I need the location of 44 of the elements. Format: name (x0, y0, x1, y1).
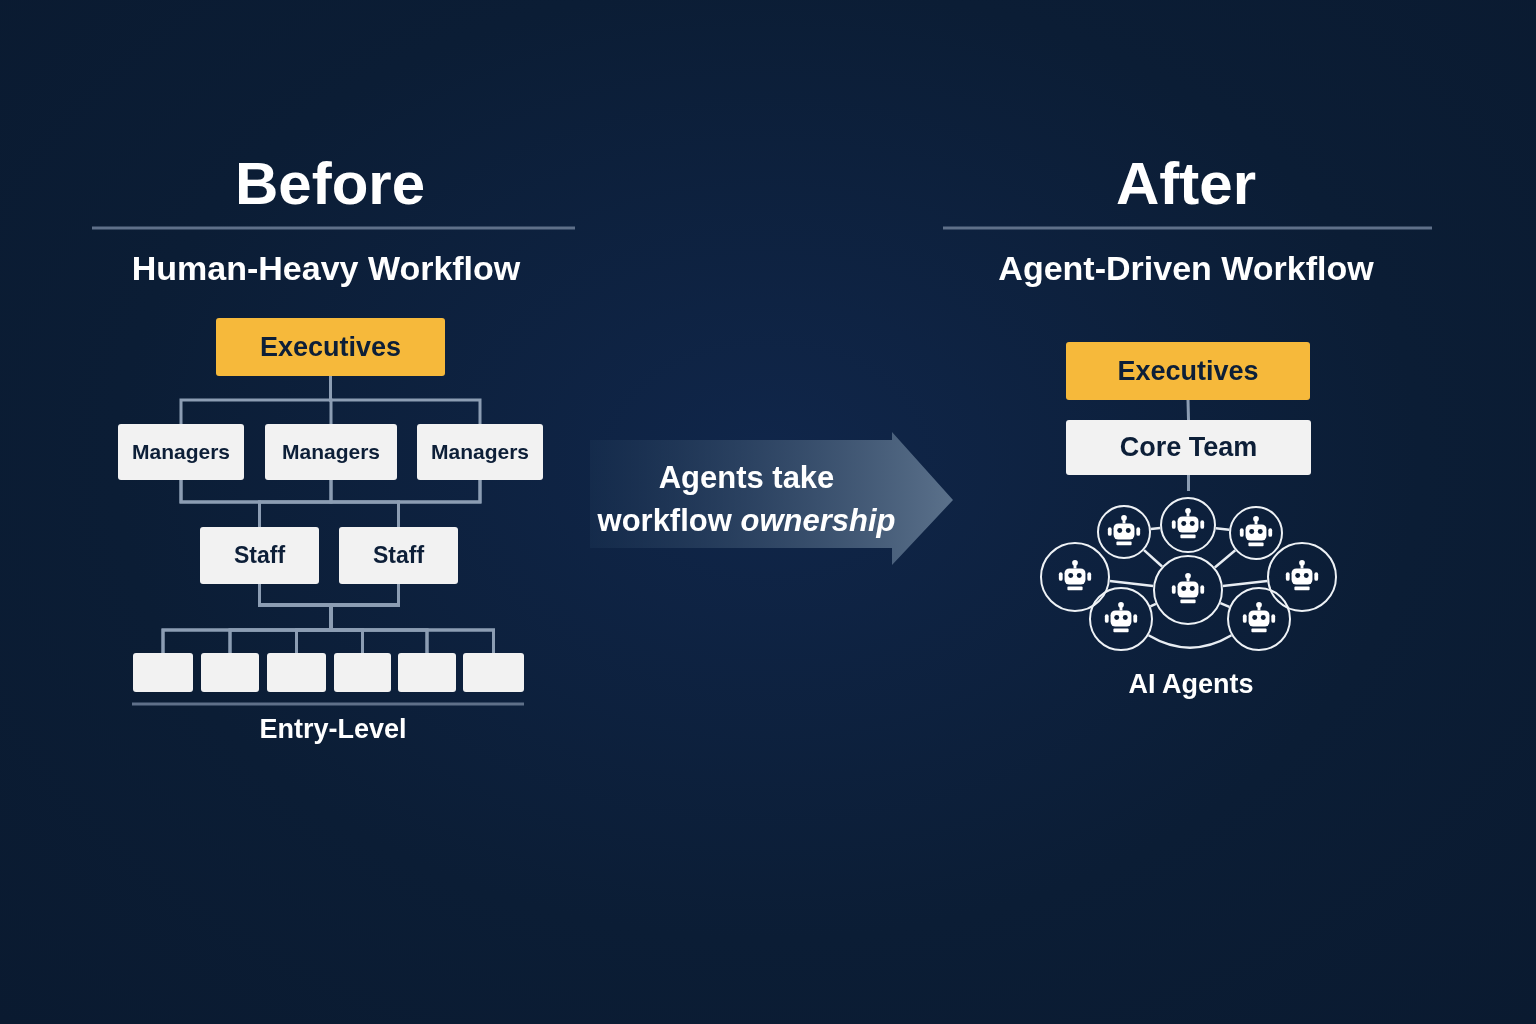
agent-circle (1229, 506, 1283, 560)
connector-line (1215, 527, 1230, 532)
empty-box (201, 653, 259, 692)
highlight-box: Executives (1066, 342, 1310, 400)
agent-circle (1153, 555, 1223, 625)
empty-box (334, 653, 391, 692)
section-subtitle: Human-Heavy Workflow (131, 248, 521, 288)
group-caption: AI Agents (1128, 668, 1254, 700)
role-box: Managers (417, 424, 543, 480)
agent-circle (1040, 542, 1110, 612)
agent-circle (1089, 587, 1153, 651)
role-box: Core Team (1066, 420, 1311, 475)
connector-line (1109, 579, 1154, 588)
empty-box (133, 653, 193, 692)
connector-line (1214, 549, 1237, 569)
connector-line (397, 480, 482, 527)
connector-line (329, 584, 495, 653)
connector-line (1219, 602, 1230, 609)
block-arrow (590, 432, 953, 565)
agent-circle (1097, 505, 1151, 559)
role-box: Staff (339, 527, 458, 584)
connector-line (1150, 526, 1161, 531)
role-box: Managers (265, 424, 397, 480)
arrow-label: Agents take workflow ownership (596, 458, 897, 540)
connector-line (329, 376, 482, 424)
connector-line (1187, 475, 1190, 491)
connector-line (1143, 549, 1163, 568)
section-heading: After (1116, 148, 1256, 218)
connector-line (1186, 399, 1190, 421)
connector-line (1147, 634, 1233, 649)
empty-box (267, 653, 326, 692)
connector-line (1222, 579, 1268, 588)
role-box: Staff (200, 527, 319, 584)
empty-box (463, 653, 524, 692)
agent-circle (1227, 587, 1291, 651)
group-caption: Entry-Level (259, 713, 407, 745)
role-box: Managers (118, 424, 244, 480)
section-heading: Before (234, 148, 426, 218)
empty-box (398, 653, 456, 692)
agent-circle (1267, 542, 1337, 612)
agent-circle (1160, 497, 1216, 553)
section-subtitle: Agent-Driven Workflow (998, 248, 1374, 288)
connector-line (1149, 602, 1157, 608)
highlight-box: Executives (216, 318, 445, 376)
